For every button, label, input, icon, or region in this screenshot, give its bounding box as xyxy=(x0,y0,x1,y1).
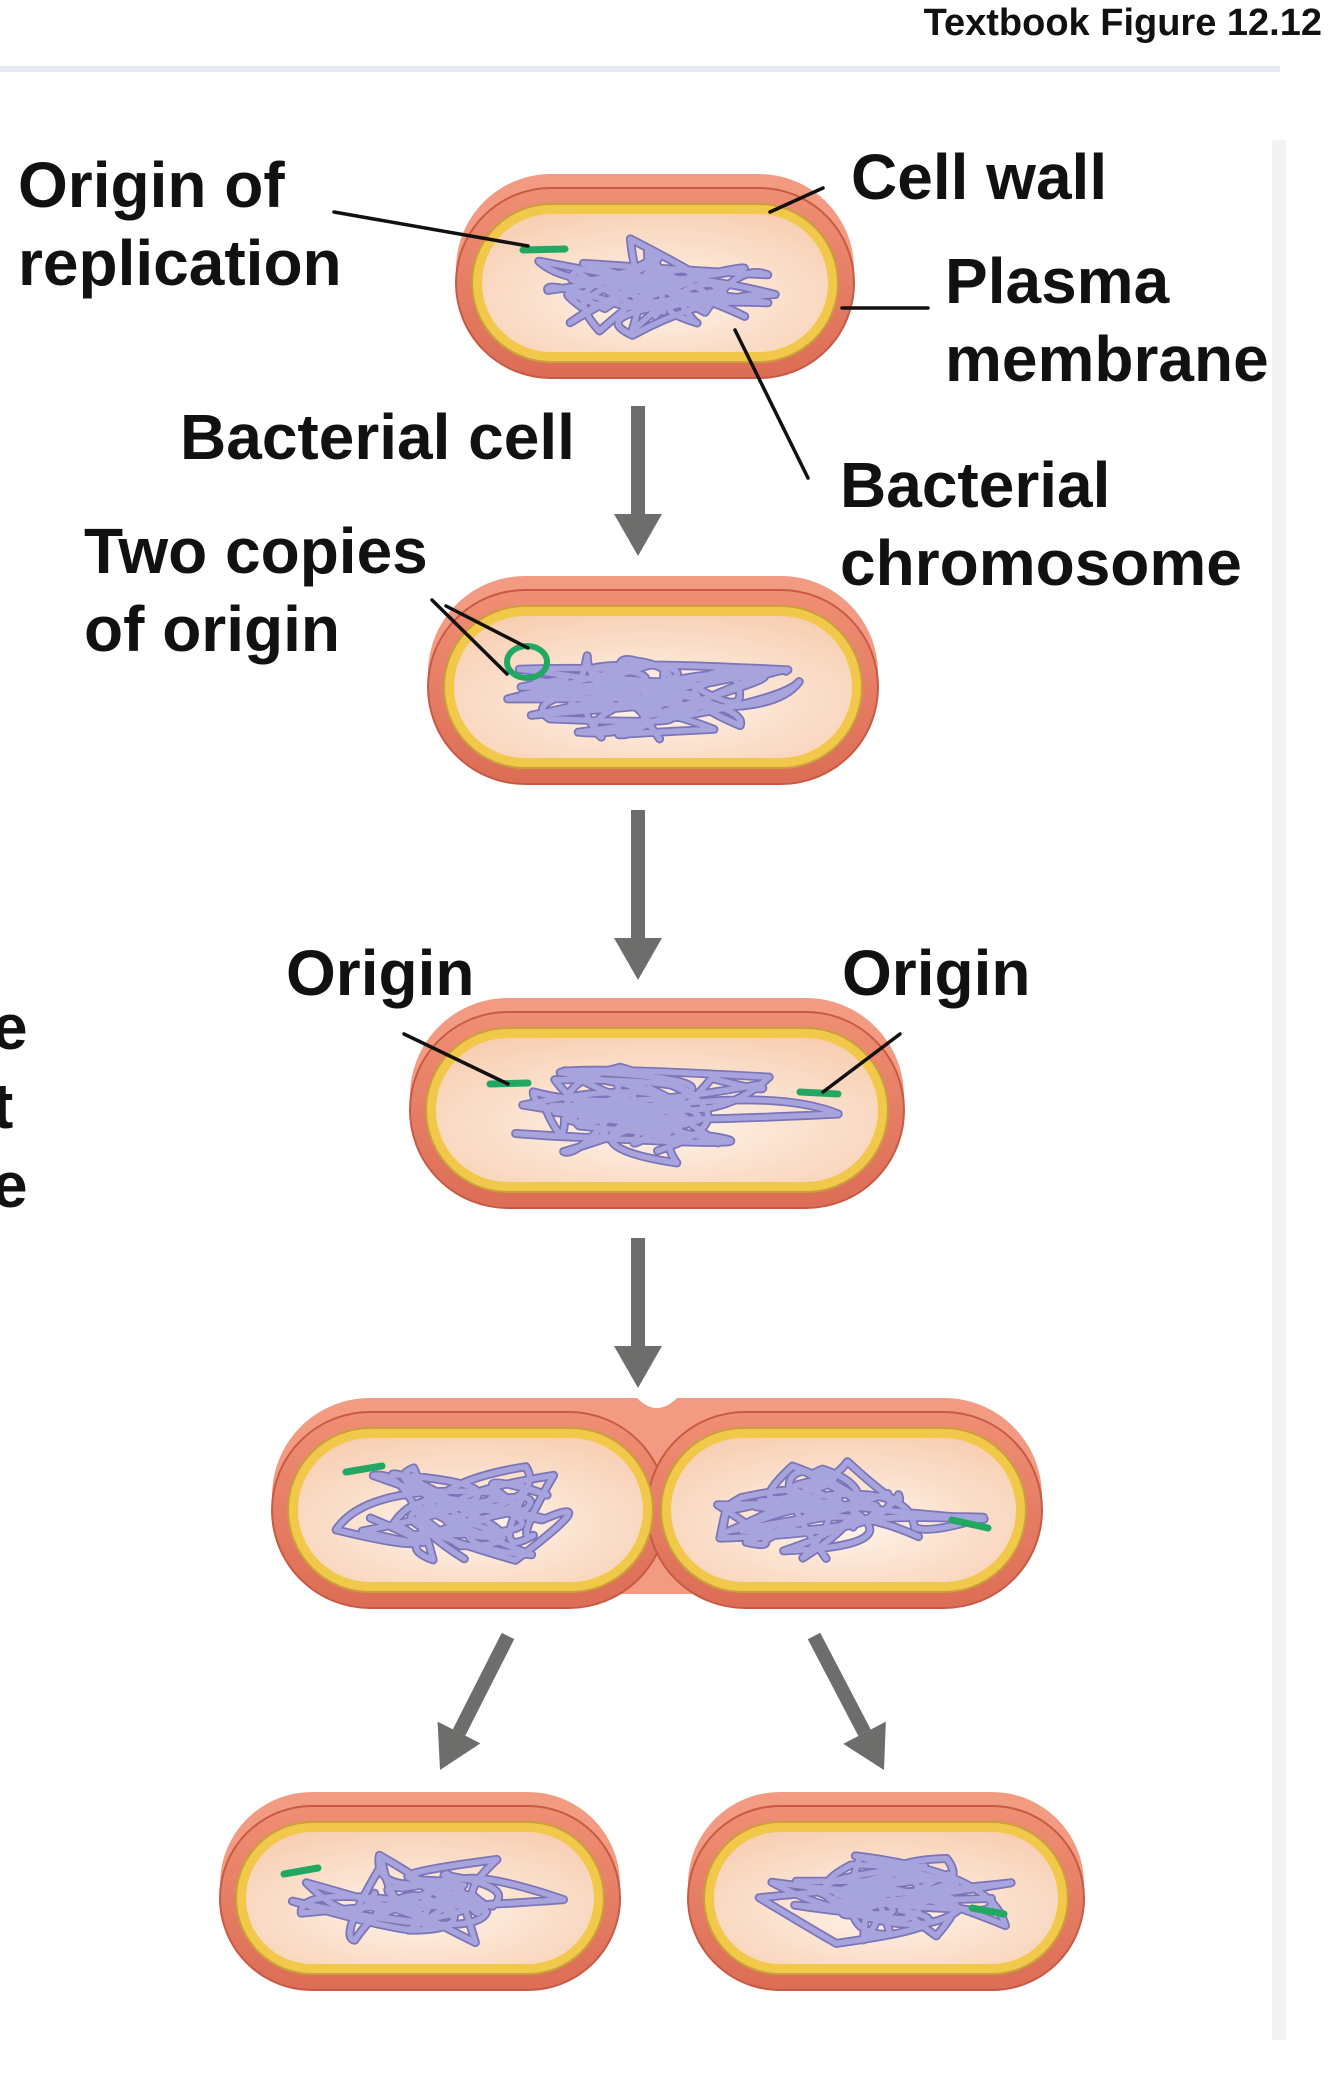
leader-line-origin-right xyxy=(821,1032,902,1094)
leader-line-bacterial-chromosome xyxy=(733,328,810,480)
daughter-cell-left xyxy=(219,1792,621,1991)
origin-marker xyxy=(519,245,569,254)
cell-stage-3 xyxy=(409,998,905,1209)
chromosome xyxy=(287,1850,568,1948)
cell-stage-1 xyxy=(455,174,855,379)
arrow-split-right xyxy=(807,1632,886,1770)
origin-marker xyxy=(280,1864,322,1878)
cell-stage-4-dividing xyxy=(271,1398,1043,1609)
arrow-step-3 xyxy=(614,1238,662,1388)
label-plasma-membrane: Plasma membrane xyxy=(945,245,1269,395)
label-bacterial-chromosome: Bacterial chromosome xyxy=(840,449,1242,599)
chromosome xyxy=(511,1062,843,1168)
label-bacterial-cell: Bacterial cell xyxy=(180,401,575,473)
label-origin-left: Origin xyxy=(286,937,475,1009)
figure-title: Textbook Figure 12.12 xyxy=(923,2,1322,44)
origin-marker xyxy=(948,1516,992,1532)
origin-marker xyxy=(968,1904,1008,1918)
leader-lines xyxy=(332,186,930,1094)
page-edge-shade xyxy=(1272,140,1286,2040)
cell-stage-2 xyxy=(427,576,879,785)
arrow-step-2 xyxy=(614,810,662,980)
arrow-split-left xyxy=(437,1632,515,1770)
cut-off-text: e t e xyxy=(0,991,28,1221)
arrow-step-1 xyxy=(614,406,662,556)
leader-line-origin-left xyxy=(402,1032,510,1086)
leader-line-two-copies-b xyxy=(444,604,530,650)
chromosome xyxy=(331,1457,989,1565)
chromosome xyxy=(534,234,780,340)
daughter-cell-right xyxy=(687,1792,1085,1991)
label-origin-of-replication: Origin of replication xyxy=(18,149,342,299)
leader-line-two-copies-a xyxy=(430,598,509,676)
chromosome xyxy=(754,1851,1016,1948)
arrow-layer xyxy=(437,406,886,1770)
origin-marker xyxy=(796,1088,842,1098)
leader-line-cell-wall xyxy=(768,186,825,214)
label-two-copies-of-origin: Two copies of origin xyxy=(84,515,428,665)
leader-line-origin-of-replication xyxy=(332,210,530,248)
header-divider xyxy=(0,66,1280,72)
origin-marker xyxy=(342,1462,386,1476)
cell-layer xyxy=(219,174,1085,1991)
chromosome xyxy=(503,651,804,744)
label-cell-wall: Cell wall xyxy=(851,141,1108,213)
label-origin-right: Origin xyxy=(842,937,1031,1009)
